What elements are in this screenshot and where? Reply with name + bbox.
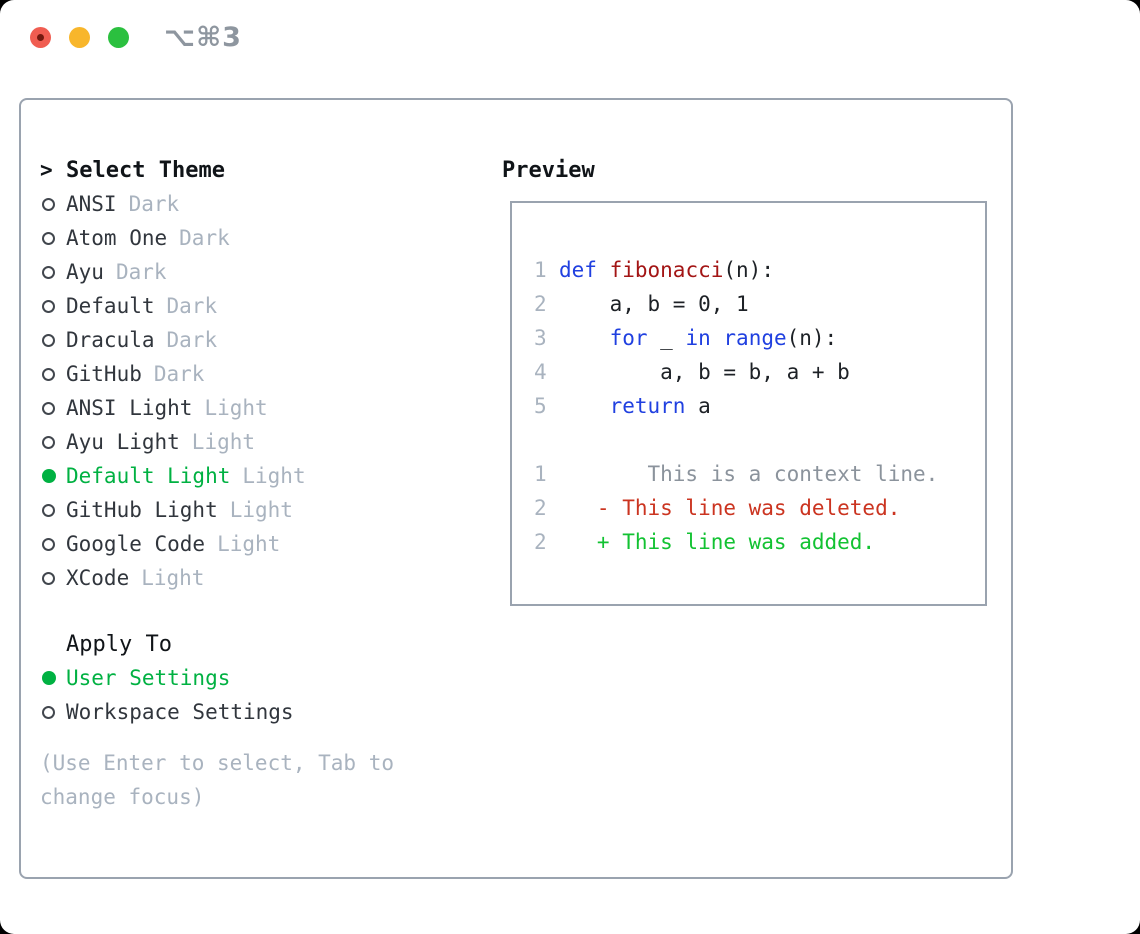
- line-number: 1: [534, 462, 547, 486]
- theme-name: GitHub Light: [66, 498, 218, 522]
- radio-unselected-icon: [40, 503, 66, 517]
- apply-option-label: Workspace Settings: [66, 700, 294, 724]
- apply-option-user-settings[interactable]: User Settings: [40, 661, 294, 695]
- radio-unselected-icon: [40, 537, 66, 551]
- theme-variant-badge: Dark: [115, 260, 167, 284]
- apply-to-header: Apply To: [40, 627, 294, 661]
- close-window-button[interactable]: [30, 27, 51, 48]
- radio-unselected-icon: [40, 197, 66, 211]
- theme-option-ansi-light[interactable]: ANSI Light Light: [40, 391, 306, 425]
- line-number: 2: [534, 496, 547, 520]
- theme-variant-badge: Light: [191, 430, 256, 454]
- theme-option-default-light[interactable]: Default Light Light: [40, 459, 306, 493]
- apply-option-label: User Settings: [66, 666, 231, 690]
- line-number: 4: [534, 360, 547, 384]
- line-number: 2: [534, 292, 547, 316]
- theme-name: Google Code: [66, 532, 206, 556]
- radio-unselected-icon: [40, 333, 66, 347]
- zoom-window-button[interactable]: [108, 27, 129, 48]
- theme-variant-badge: Light: [141, 566, 205, 590]
- theme-name: Dracula: [66, 328, 155, 352]
- line-number: 1: [534, 258, 547, 282]
- radio-unselected-icon: [40, 265, 66, 279]
- theme-option-google-code[interactable]: Google Code Light: [40, 527, 306, 561]
- theme-variant-badge: Dark: [179, 226, 230, 250]
- theme-option-default[interactable]: Default Dark: [40, 289, 306, 323]
- theme-name: Default: [66, 294, 155, 318]
- focus-indicator: >: [40, 158, 53, 182]
- apply-option-workspace-settings[interactable]: Workspace Settings: [40, 695, 294, 729]
- theme-list-header: > Select Theme: [40, 153, 306, 187]
- radio-unselected-icon: [40, 705, 66, 719]
- radio-unselected-icon: [40, 401, 66, 415]
- theme-name: ANSI: [66, 192, 117, 216]
- preview-title: Preview: [502, 157, 595, 183]
- theme-name: GitHub: [66, 362, 142, 386]
- theme-name: Default Light: [66, 464, 231, 488]
- theme-variant-badge: Light: [204, 396, 268, 420]
- theme-variant-badge: Light: [229, 498, 293, 522]
- diff-line: 2 - This line was deleted.: [534, 496, 901, 520]
- radio-unselected-icon: [40, 299, 66, 313]
- radio-selected-icon: [40, 671, 66, 685]
- radio-unselected-icon: [40, 367, 66, 381]
- theme-variant-badge: Dark: [166, 294, 218, 318]
- theme-option-github[interactable]: GitHub Dark: [40, 357, 306, 391]
- radio-unselected-icon: [40, 435, 66, 449]
- window-title: ⌥⌘3: [164, 22, 242, 53]
- help-text: (Use Enter to select, Tab to change focu…: [40, 751, 395, 809]
- theme-option-atom-one[interactable]: Atom One Dark: [40, 221, 306, 255]
- code-line: 5 return a: [534, 394, 711, 418]
- theme-list-title: Select Theme: [66, 157, 225, 183]
- code-line: 2 a, b = 0, 1: [534, 292, 749, 316]
- line-number: 3: [534, 326, 547, 350]
- radio-unselected-icon: [40, 231, 66, 245]
- diff-line: 2 + This line was added.: [534, 530, 876, 554]
- theme-name: ANSI Light: [66, 396, 193, 420]
- radio-unselected-icon: [40, 571, 66, 585]
- theme-option-ayu-light[interactable]: Ayu Light Light: [40, 425, 306, 459]
- apply-to-title: Apply To: [66, 631, 172, 657]
- theme-option-ayu[interactable]: Ayu Dark: [40, 255, 306, 289]
- theme-name: Ayu Light: [66, 430, 180, 454]
- code-line: 4 a, b = b, a + b: [534, 360, 850, 384]
- theme-variant-badge: Dark: [153, 362, 205, 386]
- theme-variant-badge: Light: [242, 464, 306, 488]
- radio-selected-icon: [40, 469, 66, 483]
- line-number: 5: [534, 394, 547, 418]
- theme-name: Atom One: [66, 226, 168, 250]
- theme-option-xcode[interactable]: XCode Light: [40, 561, 306, 595]
- theme-option-dracula[interactable]: Dracula Dark: [40, 323, 306, 357]
- theme-variant-badge: Light: [217, 532, 281, 556]
- theme-option-github-light[interactable]: GitHub Light Light: [40, 493, 306, 527]
- theme-option-ansi[interactable]: ANSI Dark: [40, 187, 306, 221]
- theme-variant-badge: Dark: [166, 328, 218, 352]
- title-bar: ⌥⌘3: [0, 0, 1140, 76]
- theme-name: XCode: [66, 566, 130, 590]
- diff-preview: 1 This is a context line. 2 - This line w…: [534, 457, 985, 559]
- diff-line: 1 This is a context line.: [534, 462, 939, 486]
- theme-name: Ayu: [66, 260, 104, 284]
- line-number: 2: [534, 530, 547, 554]
- code-line: 3 for _ in range(n):: [534, 326, 838, 350]
- theme-variant-badge: Dark: [128, 192, 180, 216]
- minimize-window-button[interactable]: [69, 27, 90, 48]
